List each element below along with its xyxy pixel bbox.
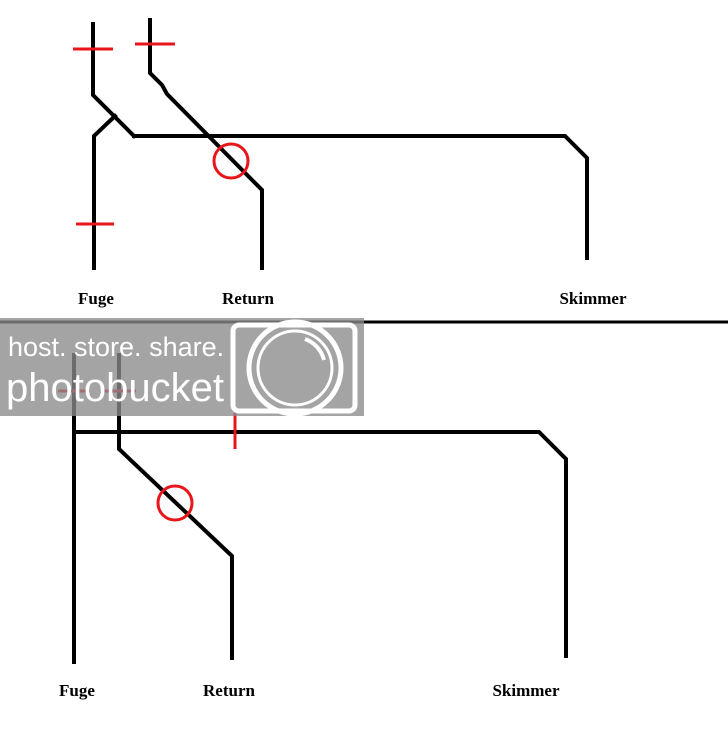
top-return-check-circle bbox=[212, 142, 250, 180]
watermark-brand: photobucket bbox=[6, 366, 224, 410]
top-label-fuge: Fuge bbox=[78, 289, 114, 308]
photobucket-watermark: host. store. share. photobucket bbox=[0, 318, 364, 417]
bottom-skimmer-pipe bbox=[72, 430, 568, 658]
bottom-label-fuge: Fuge bbox=[59, 681, 95, 700]
top-label-skimmer: Skimmer bbox=[559, 289, 627, 308]
top-skimmer-pipe bbox=[132, 134, 589, 260]
top-diagram: Fuge Return Skimmer bbox=[73, 18, 627, 308]
photobucket-logo-icon bbox=[230, 319, 358, 417]
bottom-label-return: Return bbox=[203, 681, 255, 700]
top-fuge-lower-pipe bbox=[92, 113, 118, 270]
top-label-return: Return bbox=[222, 289, 274, 308]
watermark-tagline: host. store. share. bbox=[8, 332, 224, 362]
bottom-label-skimmer: Skimmer bbox=[492, 681, 560, 700]
bottom-return-check-circle bbox=[156, 484, 194, 522]
top-return-pipe bbox=[148, 18, 264, 270]
watermark-background bbox=[0, 318, 364, 416]
